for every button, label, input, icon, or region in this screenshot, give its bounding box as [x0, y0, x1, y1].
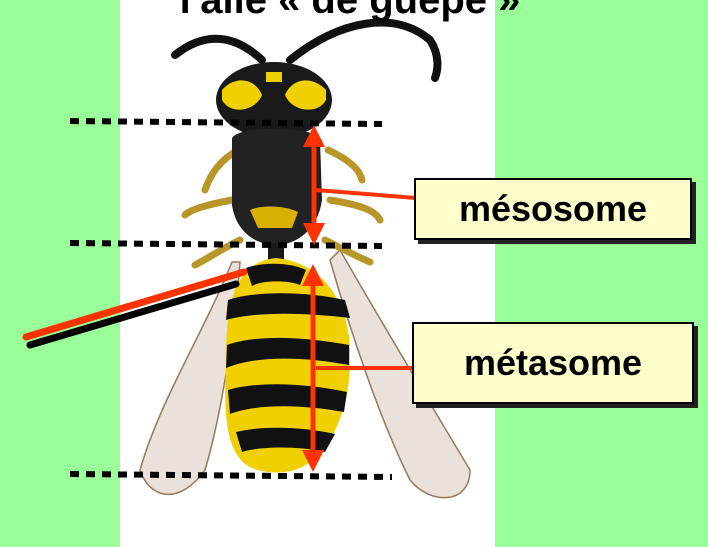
diagram-title: l'aile « de guêpe » [70, 0, 630, 24]
dotted-line-top [70, 121, 382, 124]
mesosome-label: mésosome [414, 178, 692, 240]
dotted-line-bottom [70, 474, 392, 477]
legs-left [185, 150, 240, 265]
antenna-right [290, 23, 437, 78]
mesosoma-yellow-mark [250, 206, 298, 228]
antenna-left [175, 39, 262, 60]
head-marking-center [266, 72, 282, 82]
metasome-label: métasome [412, 322, 694, 404]
mesosome-arrowhead-down [303, 223, 325, 245]
